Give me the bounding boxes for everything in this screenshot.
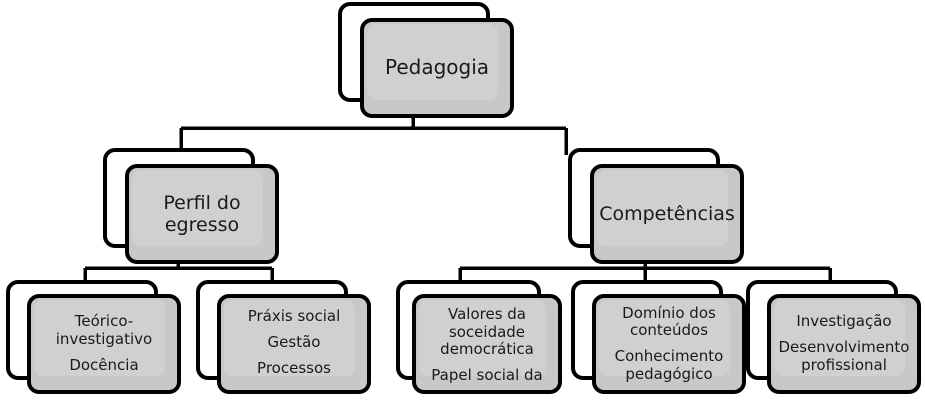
node-label-pedagogia: Pedagogia bbox=[364, 22, 510, 114]
node-inner-panel bbox=[419, 300, 546, 376]
node-label-teorico-investigativo: Teórico- investigativo Docência bbox=[31, 298, 177, 390]
node-front-card: Perfil do egresso bbox=[125, 164, 279, 264]
node-label-line: profissional bbox=[801, 355, 887, 374]
node-label-line: egresso bbox=[164, 214, 240, 236]
node-label-line: Competências bbox=[599, 202, 735, 225]
node-dominio-dos-conteudos[interactable]: Domínio dos conteúdos Conhecimento pedag… bbox=[571, 280, 749, 398]
node-label-line: Investigação bbox=[796, 312, 892, 331]
node-label-line: Conhecimento bbox=[614, 347, 724, 366]
node-perfil-do-egresso[interactable]: Perfil do egresso bbox=[103, 148, 281, 266]
node-label-line: soceidade bbox=[448, 322, 526, 341]
node-label-line: Papel social da bbox=[431, 366, 543, 385]
node-inner-panel bbox=[597, 170, 728, 246]
node-label-line: Processos bbox=[257, 358, 331, 377]
node-label-line: pedagógico bbox=[625, 364, 713, 383]
node-praxis-social[interactable]: Práxis social Gestão Processos bbox=[196, 280, 374, 398]
node-label-line: conteúdos bbox=[629, 321, 709, 340]
node-label-line: Desenvolvimento bbox=[778, 338, 910, 357]
node-front-card: Teórico- investigativo Docência bbox=[27, 294, 181, 394]
node-label-dominio-dos-conteudos: Domínio dos conteúdos Conhecimento pedag… bbox=[596, 298, 742, 390]
node-investigacao[interactable]: Investigação Desenvolvimento profissiona… bbox=[746, 280, 924, 398]
node-label-line: Práxis social bbox=[247, 307, 341, 325]
node-label-line: Domínio dos bbox=[622, 303, 716, 322]
node-label-line: democrática bbox=[440, 340, 534, 359]
node-inner-panel bbox=[367, 24, 498, 100]
node-inner-panel bbox=[599, 300, 730, 376]
node-front-card: Pedagogia bbox=[360, 18, 514, 118]
node-label-line: Teórico- bbox=[74, 312, 134, 331]
node-teorico-investigativo[interactable]: Teórico- investigativo Docência bbox=[6, 280, 184, 398]
node-label-perfil-do-egresso: Perfil do egresso bbox=[129, 168, 275, 260]
node-label-competencias: Competências bbox=[594, 168, 740, 260]
node-label-line: Valores da bbox=[448, 305, 526, 323]
node-label-line: Pedagogia bbox=[384, 55, 490, 80]
node-label-line: Gestão bbox=[267, 332, 321, 351]
node-front-card: Domínio dos conteúdos Conhecimento pedag… bbox=[592, 294, 746, 394]
node-inner-panel bbox=[224, 300, 355, 376]
node-pedagogia[interactable]: Pedagogia bbox=[338, 2, 516, 120]
node-front-card: Valores da soceidade democrática Papel s… bbox=[412, 294, 562, 394]
node-label-line: investigativo bbox=[55, 330, 153, 349]
node-front-card: Práxis social Gestão Processos bbox=[217, 294, 371, 394]
node-label-valores-sociedade-democratica: Valores da soceidade democrática Papel s… bbox=[416, 298, 558, 390]
node-label-praxis-social: Práxis social Gestão Processos bbox=[221, 298, 367, 390]
node-inner-panel bbox=[132, 170, 263, 246]
node-inner-panel bbox=[774, 300, 905, 376]
node-front-card: Competências bbox=[590, 164, 744, 264]
node-valores-sociedade-democratica[interactable]: Valores da soceidade democrática Papel s… bbox=[396, 280, 566, 398]
node-label-investigacao: Investigação Desenvolvimento profissiona… bbox=[771, 298, 917, 390]
node-label-line: Docência bbox=[69, 355, 139, 374]
node-front-card: Investigação Desenvolvimento profissiona… bbox=[767, 294, 921, 394]
node-inner-panel bbox=[34, 300, 165, 376]
node-competencias[interactable]: Competências bbox=[568, 148, 746, 266]
node-label-line: Perfil do bbox=[163, 191, 241, 214]
